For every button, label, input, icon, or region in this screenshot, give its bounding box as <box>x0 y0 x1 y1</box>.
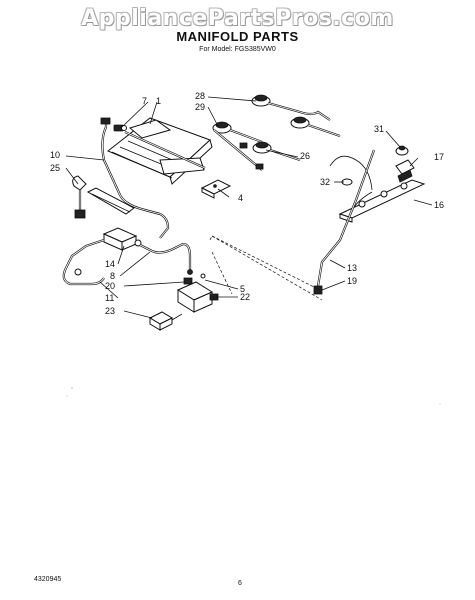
callout-4: 4 <box>238 193 243 203</box>
manifold-pipe <box>329 155 426 223</box>
callout-5: 5 <box>240 284 245 294</box>
broiler-burner-assembly <box>107 117 213 185</box>
connection-dashed-line <box>209 235 323 301</box>
callout-29: 29 <box>195 102 205 112</box>
callout-17: 17 <box>434 152 444 162</box>
pressure-regulator <box>176 273 219 313</box>
callout-22: 22 <box>240 292 250 302</box>
scan-specks <box>66 387 441 405</box>
callout-14: 14 <box>105 259 115 269</box>
broiler-supply-tubing <box>100 117 170 239</box>
model-number: For Model: FGS385VW0 <box>199 46 276 53</box>
callout-23: 23 <box>105 306 115 316</box>
callout-19: 19 <box>347 276 357 286</box>
valve-to-regulator-tubing <box>139 242 193 275</box>
callout-16: 16 <box>434 200 444 210</box>
callout-31: 31 <box>374 124 384 134</box>
callout-7: 7 <box>142 96 147 106</box>
oven-burner-tube <box>72 175 135 219</box>
callout-32: 32 <box>320 177 330 187</box>
manifold-bracket <box>200 179 232 199</box>
broiler-orifice <box>113 124 127 132</box>
page-title: MANIFOLD PARTS <box>176 29 299 44</box>
watermark-logo: AppliancePartsPros.com <box>81 6 394 31</box>
callout-20: 20 <box>105 281 115 291</box>
oven-safety-valve <box>65 227 142 269</box>
connection-dashed-line <box>211 251 233 295</box>
page-number: 6 <box>238 580 242 587</box>
callout-28: 28 <box>195 91 205 101</box>
burner-valve <box>395 159 415 183</box>
oven-pilot-tubing <box>62 267 105 286</box>
callout-26: 26 <box>300 151 310 161</box>
callout-8: 8 <box>110 271 115 281</box>
leader-lines <box>65 96 433 319</box>
top-burner-assembly <box>212 94 341 171</box>
callout-25: 25 <box>50 163 60 173</box>
callout-11: 11 <box>105 293 114 303</box>
callout-10: 10 <box>50 150 60 160</box>
document-number: 4320945 <box>34 576 62 583</box>
burner-knob <box>395 145 409 156</box>
callout-1: 1 <box>156 96 161 106</box>
callout-labels: 7 1 10 25 4 28 29 26 31 17 32 16 13 19 1… <box>50 91 444 316</box>
connection-dashed-line <box>211 235 321 291</box>
main-gas-feed-tube <box>313 149 376 295</box>
callout-13: 13 <box>347 263 357 273</box>
inlet-fitting <box>148 311 183 331</box>
